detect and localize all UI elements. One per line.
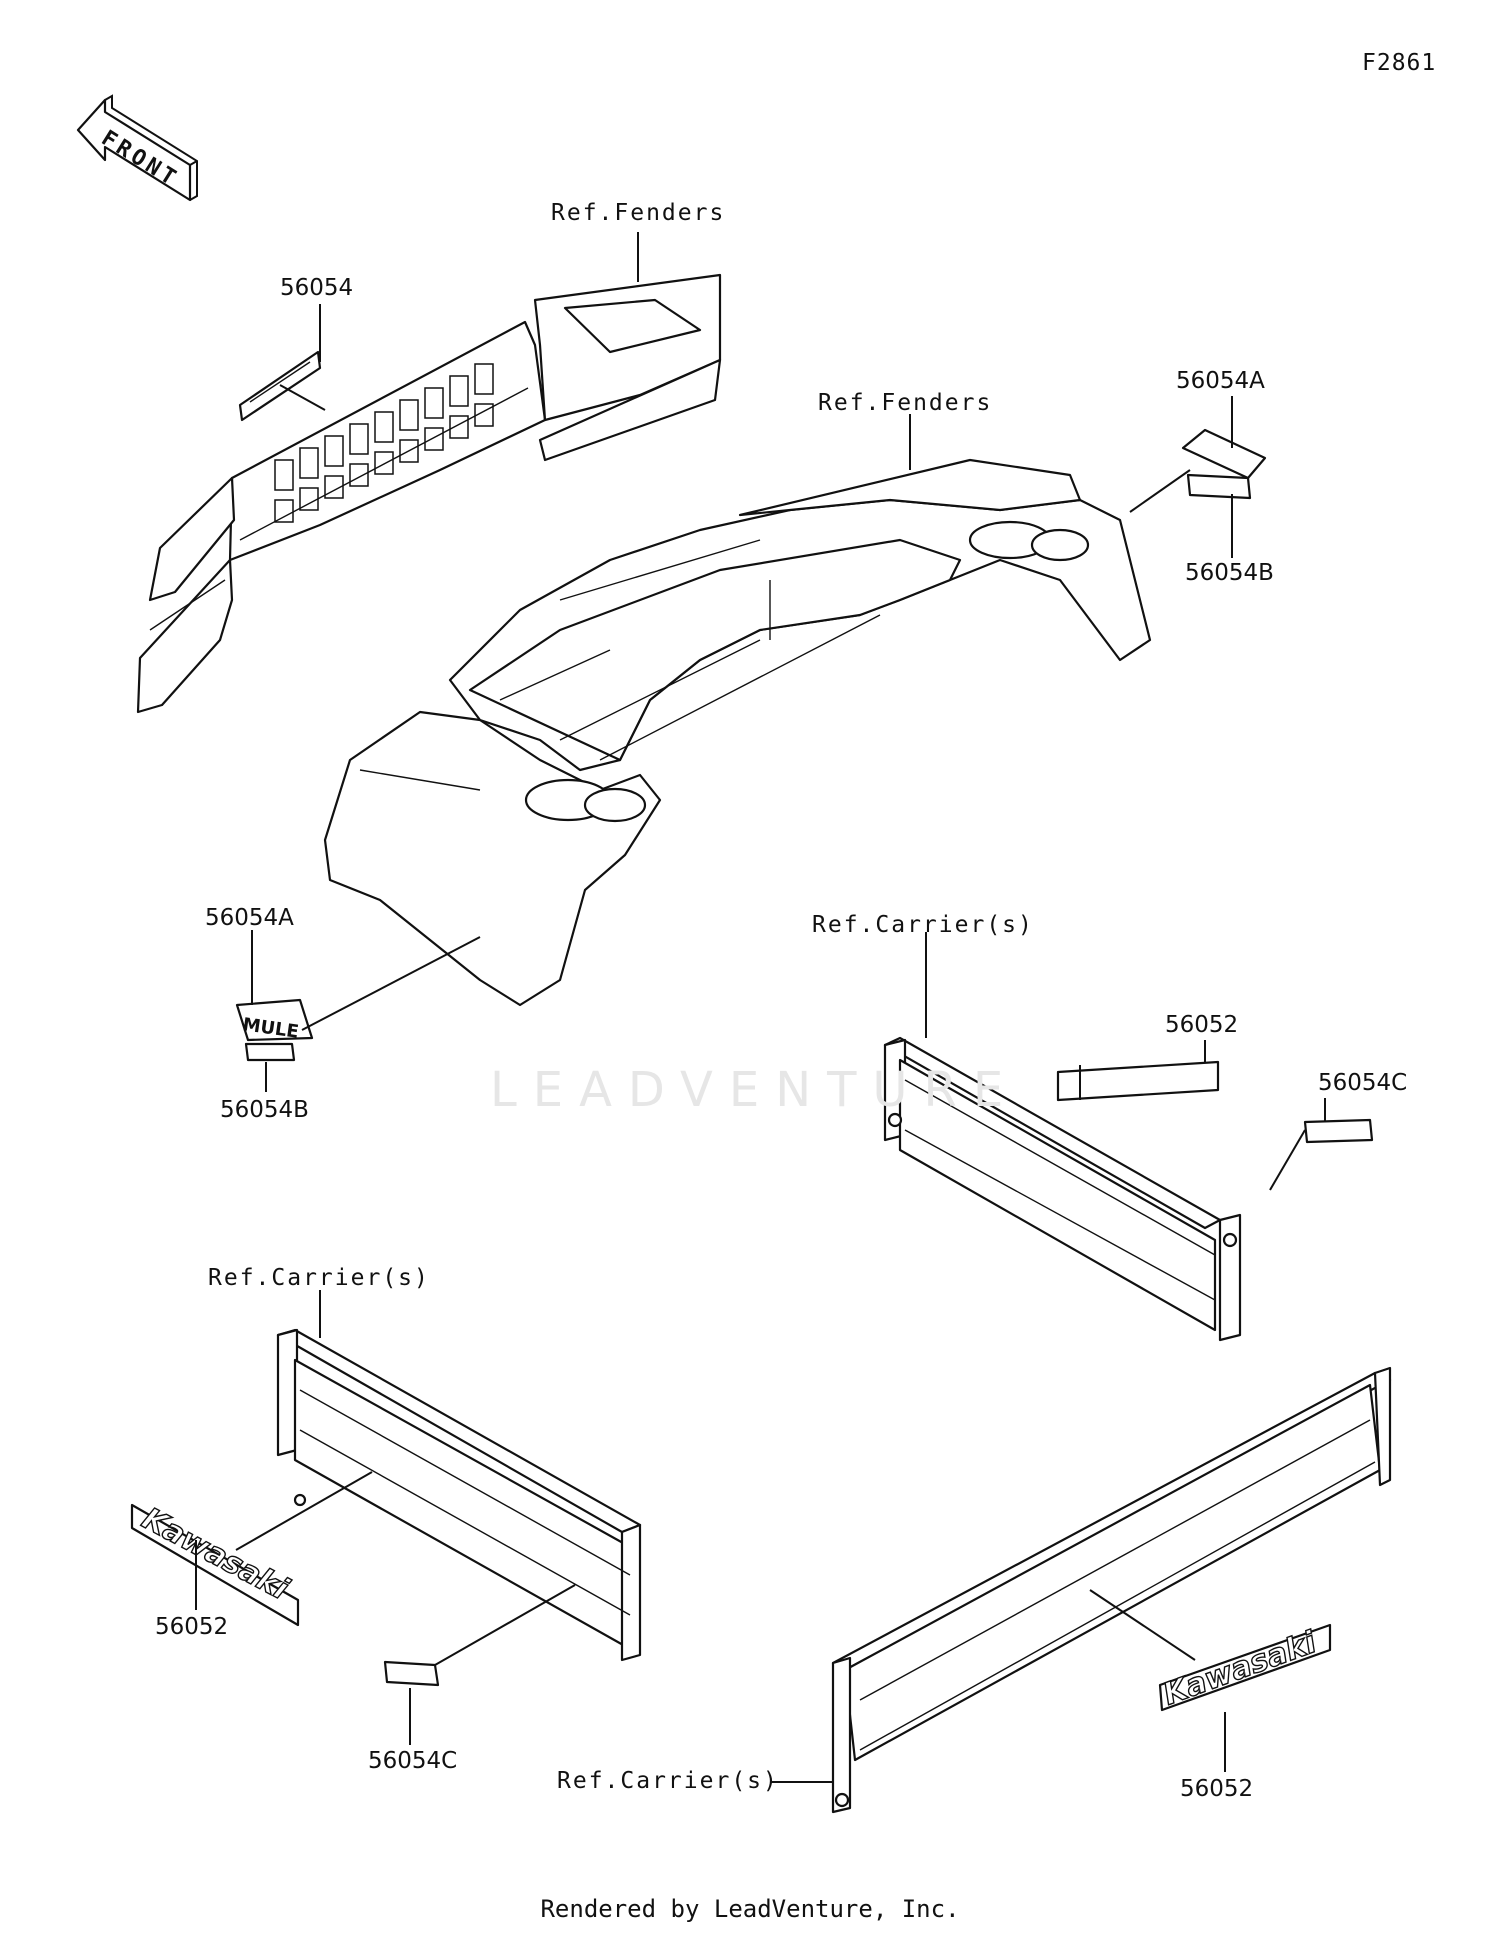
decal-56054c-right: [1303, 1118, 1374, 1144]
label-ref-fenders-top: Ref.Fenders: [551, 200, 726, 226]
label-56054a-right: 56054A: [1176, 368, 1265, 394]
label-56054b-left: 56054B: [220, 1097, 309, 1123]
label-56054c-left: 56054C: [368, 1748, 458, 1774]
front-grille-panel: [136, 273, 722, 714]
front-arrow-icon: FRONT: [76, 94, 198, 202]
label-56052-right: 56052: [1180, 1776, 1254, 1802]
label-56052-left: 56052: [155, 1614, 229, 1640]
label-56054a-left: 56054A: [205, 905, 294, 931]
label-ref-carriers-lower: Ref.Carrier(s): [208, 1265, 430, 1291]
footer-credit: Rendered by LeadVenture, Inc.: [540, 1895, 960, 1923]
carrier-gate-mid: [883, 1036, 1242, 1342]
grille-slots: [274, 363, 494, 523]
label-ref-fenders-mid: Ref.Fenders: [818, 390, 993, 416]
decal-56054c-left: [383, 1660, 440, 1687]
carrier-gate-bottom-right: [831, 1366, 1392, 1814]
label-ref-carriers-bottom: Ref.Carrier(s): [557, 1768, 779, 1794]
decal-56052-mid: [1056, 1060, 1220, 1102]
decal-56054a-56054b-right: [1181, 428, 1267, 500]
diagram-code: F2861: [1362, 50, 1437, 76]
label-56052-mid: 56052: [1165, 1012, 1239, 1038]
watermark: LEADVENTURE: [490, 1062, 1020, 1118]
decal-56052-left: Kawasaki: [130, 1500, 300, 1627]
decal-56052-right: Kawasaki: [1158, 1623, 1332, 1713]
decal-56054a-56054b-left: MULE: [235, 998, 314, 1062]
carrier-gate-lower-left: [276, 1328, 642, 1662]
label-56054b-right: 56054B: [1185, 560, 1274, 586]
label-ref-carriers-mid: Ref.Carrier(s): [812, 912, 1034, 938]
kawasaki-decal-text-left: Kawasaki: [136, 1501, 294, 1607]
label-56054c-right: 56054C: [1318, 1070, 1408, 1096]
kawasaki-decal-text-right: Kawasaki: [1159, 1625, 1322, 1713]
label-56054: 56054: [280, 275, 354, 301]
leader-lines: [195, 232, 1326, 1783]
rear-fender-body: [323, 458, 1152, 1007]
